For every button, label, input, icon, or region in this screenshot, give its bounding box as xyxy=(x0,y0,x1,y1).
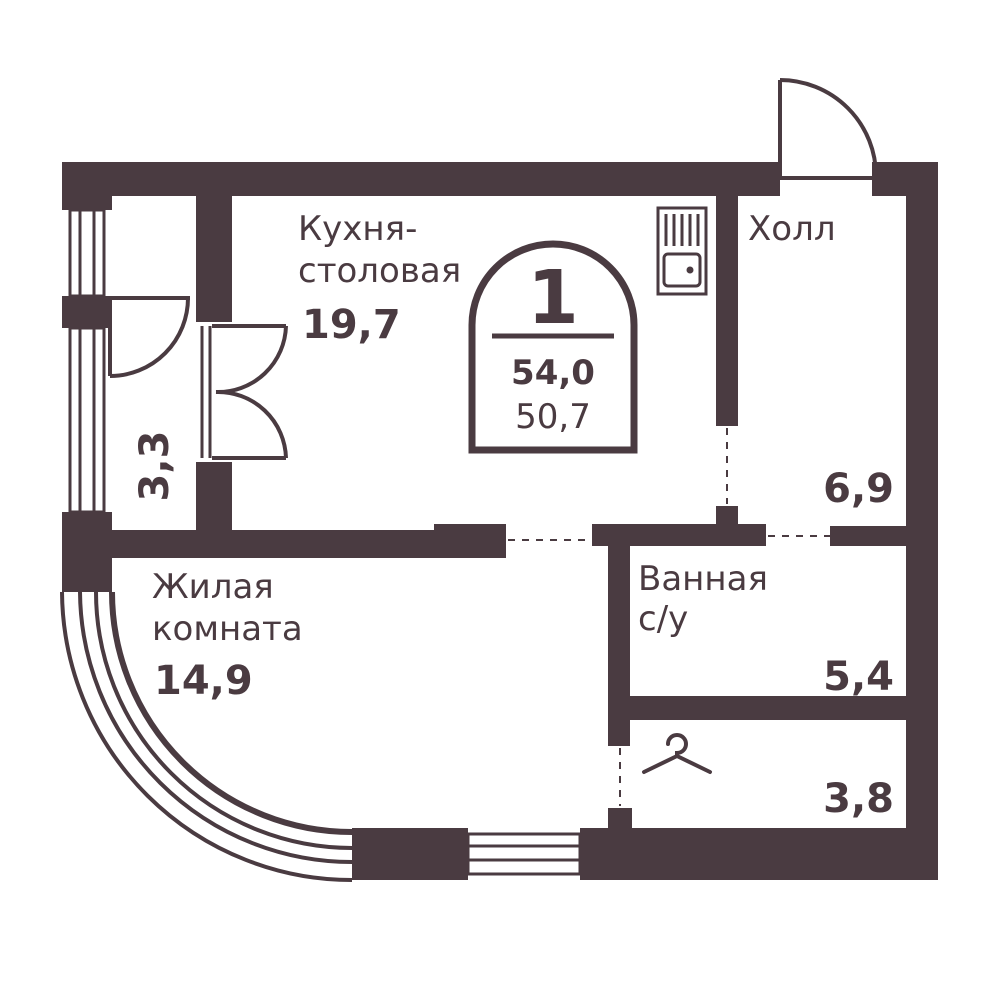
entrance-door-swing-icon xyxy=(778,78,878,180)
window-bottom xyxy=(466,832,582,876)
bath-area: 5,4 xyxy=(823,654,894,700)
balcony-door-swing-icon xyxy=(108,296,190,378)
bath-label-line1: Ванная xyxy=(638,559,768,599)
curved-window xyxy=(60,591,353,882)
apartment-badge: 1 54,0 50,7 xyxy=(468,240,638,454)
double-door-swing-icon xyxy=(200,324,288,460)
total-area: 54,0 xyxy=(511,353,595,393)
wardrobe-area: 3,8 xyxy=(823,776,894,822)
room-labels: Кухня- столовая 19,7 Холл 6,9 Ванная с/у… xyxy=(132,209,894,822)
living-label-line2: комната xyxy=(152,609,303,649)
sink-icon xyxy=(656,206,708,296)
interior-walls xyxy=(62,182,910,832)
openings xyxy=(508,428,830,806)
kitchen-label-line2: столовая xyxy=(298,251,461,291)
hall-area: 6,9 xyxy=(823,466,894,512)
window-left xyxy=(68,208,106,514)
living-area-label: 14,9 xyxy=(154,658,253,704)
kitchen-label-line1: Кухня- xyxy=(298,209,417,249)
hall-label: Холл xyxy=(748,209,836,249)
hanger-icon xyxy=(642,733,712,774)
living-area: 50,7 xyxy=(515,397,591,437)
exterior-walls xyxy=(62,162,938,880)
rooms-count: 1 xyxy=(527,255,579,341)
living-label-line1: Жилая xyxy=(152,567,274,607)
kitchen-area: 19,7 xyxy=(302,302,401,348)
bath-label-line2: с/у xyxy=(638,599,688,639)
balcony-area: 3,3 xyxy=(132,431,178,502)
